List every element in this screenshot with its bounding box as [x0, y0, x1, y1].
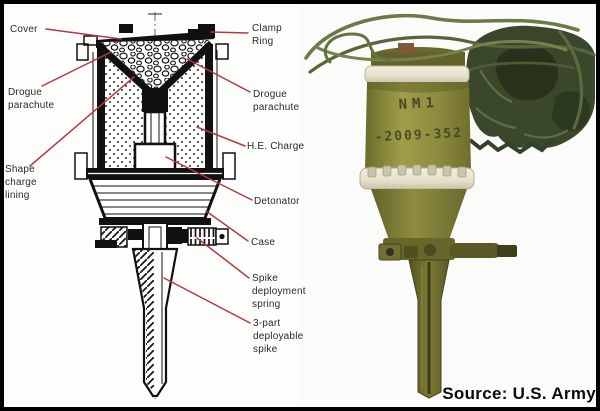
label-cover: Cover	[10, 24, 38, 35]
photo-clamp-ring	[364, 65, 470, 84]
label-he-charge: H.E. Charge	[247, 141, 305, 152]
firing-mechanism	[95, 218, 211, 250]
deployable-spike	[131, 247, 179, 398]
photo-lower-cone	[371, 189, 467, 240]
source-caption: Source: U.S. Army	[442, 384, 596, 403]
marking-line2: -2009-352	[374, 126, 463, 146]
label-three-part-deployable-spike: 3-part deployable spike	[253, 318, 304, 355]
photo-ribbed-ring	[359, 164, 475, 190]
case-walls	[92, 44, 218, 170]
label-case: Case	[251, 237, 276, 248]
label-drogue-parachute-right: Drogue parachute	[253, 89, 300, 113]
label-detonator: Detonator	[254, 196, 300, 207]
label-shape-charge-lining: Shape charge lining	[5, 164, 37, 201]
case-flange	[74, 152, 236, 180]
label-clamp-ring: Clamp Ring	[252, 23, 282, 47]
photo-panel: NM1 -2009-352	[301, 4, 596, 407]
lower-cone	[88, 178, 222, 219]
leader-lines	[29, 28, 253, 324]
label-drogue-parachute-left: Drogue parachute	[8, 87, 55, 111]
marking-line1: NM1	[398, 95, 439, 113]
label-spike-deployment-spring: Spike deployment spring	[252, 273, 306, 310]
outer-brackets	[76, 35, 229, 61]
drogue-parachute-canopy	[96, 40, 214, 101]
parachute-bundle	[465, 25, 596, 155]
detonator-column	[133, 88, 177, 172]
spike-deployment-spring-part	[180, 227, 229, 246]
photo-spike-mechanism	[378, 238, 517, 261]
photo-body: NM1 -2009-352	[365, 82, 471, 170]
diagram-panel	[4, 4, 301, 407]
parachute-cords	[304, 13, 596, 130]
photo-spike	[408, 259, 450, 399]
clamp-ring-part	[198, 24, 215, 38]
